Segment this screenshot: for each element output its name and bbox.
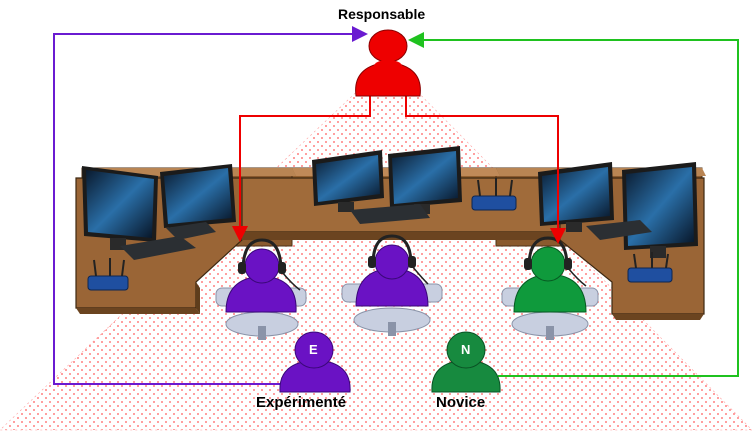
person-icon <box>355 29 421 97</box>
keyboard-icon <box>586 220 652 240</box>
computer-monitor-icon <box>622 162 698 258</box>
expert-label: Expérimenté <box>256 394 347 411</box>
keyboard-icon <box>120 222 216 260</box>
computer-monitor-icon <box>160 164 236 234</box>
expert-figure <box>279 331 351 393</box>
operator-left <box>215 238 307 340</box>
headset-operator-icon <box>371 234 413 263</box>
operator-right <box>501 236 599 340</box>
keyboard-icon <box>350 204 430 224</box>
expert-badge: E <box>309 342 318 357</box>
headset-operator-icon <box>241 238 283 269</box>
computer-monitor-icon <box>82 166 158 250</box>
computer-monitor-icon <box>388 146 462 214</box>
headset-operator-icon <box>527 236 569 265</box>
computer-monitor-icon <box>312 150 384 212</box>
wifi-router-icon <box>87 258 129 291</box>
wifi-router-icon <box>471 178 517 211</box>
novice-figure <box>431 331 501 393</box>
expert-feedback-arrow <box>53 26 368 385</box>
novice-badge: N <box>461 342 471 357</box>
wifi-router-icon <box>627 252 673 283</box>
manager-arrows <box>232 96 566 244</box>
novice-label: Novice <box>436 394 486 411</box>
operator-middle <box>341 234 443 336</box>
manager-label: Responsable <box>338 6 426 22</box>
novice-feedback-arrow <box>408 32 739 377</box>
